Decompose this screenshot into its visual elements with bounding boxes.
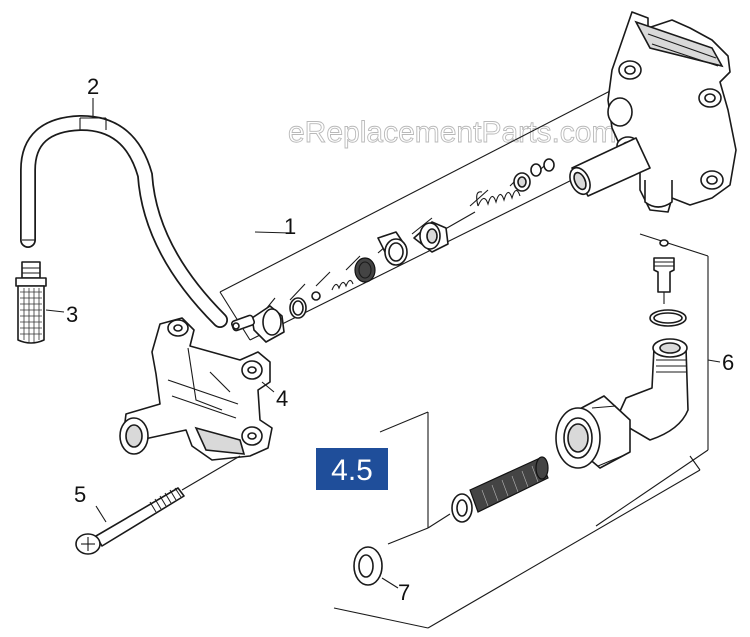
callout-7[interactable]: 7: [398, 580, 410, 605]
screw: [75, 487, 185, 555]
callout-6[interactable]: 6: [722, 350, 734, 375]
callout-2[interactable]: 2: [87, 74, 99, 99]
callout-1[interactable]: 1: [284, 214, 296, 239]
callout-3[interactable]: 3: [66, 302, 78, 327]
outlet-filter: [451, 456, 549, 523]
callout-5[interactable]: 5: [74, 482, 86, 507]
mesh-disk: [354, 257, 376, 283]
pump-head-housing: [607, 11, 737, 213]
section-badge[interactable]: 4.5: [316, 448, 388, 490]
inlet-strainer: [15, 261, 65, 344]
hose: [20, 114, 228, 328]
piston-tube: [569, 137, 651, 197]
section-4-5-bracket: [333, 411, 701, 629]
group-6-bracket: [595, 233, 721, 527]
outlet-elbow: [615, 338, 689, 441]
check-valve-cartridge: [230, 305, 285, 343]
small-washer: [530, 163, 542, 177]
outlet-nipple: [653, 239, 675, 304]
sealing-washer: [353, 546, 399, 589]
inlet-housing: [119, 317, 275, 461]
section-badge-label: 4.5: [331, 454, 373, 487]
screw-leader: [181, 455, 241, 491]
ball: [311, 291, 321, 301]
valve-seat: [377, 231, 408, 266]
callout-2-bracket: [79, 98, 107, 130]
union-nut: [555, 395, 631, 469]
small-spring: [331, 279, 354, 291]
valve-body: [413, 211, 476, 253]
small-o-ring: [543, 158, 555, 172]
callout-4[interactable]: 4: [276, 386, 288, 411]
valve-spring-large: [476, 189, 521, 207]
watermark-text: eReplacementParts.com: [288, 116, 616, 149]
